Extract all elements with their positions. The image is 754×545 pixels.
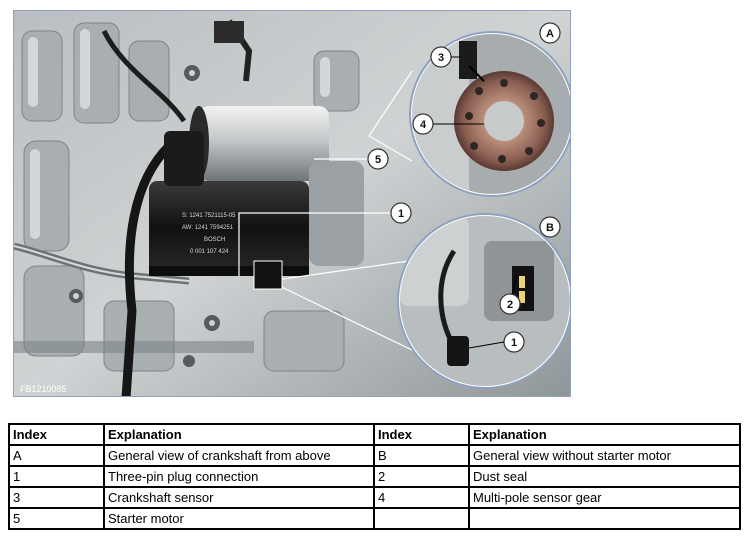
table-cell	[468, 507, 741, 530]
svg-text:AW: 1241 7594251: AW: 1241 7594251	[182, 225, 234, 231]
table-cell: General view without starter motor	[468, 444, 741, 467]
engine-block-bolts	[69, 65, 220, 367]
table-row: 5 Starter motor	[8, 507, 741, 530]
table-cell: 1	[8, 465, 105, 488]
callout-1-main: 1	[390, 202, 412, 224]
figure-code: FB1210085	[20, 384, 67, 394]
svg-text:A: A	[546, 28, 554, 40]
svg-text:5: 5	[375, 154, 381, 166]
inset-b	[397, 213, 570, 389]
table-cell: 2	[373, 465, 470, 488]
header-explanation-left: Explanation	[103, 423, 375, 446]
table-cell: A	[8, 444, 105, 467]
inset-a	[409, 31, 570, 197]
table-cell: Dust seal	[468, 465, 741, 488]
callout-5: 5	[367, 148, 389, 170]
engine-block-highlights	[28, 29, 330, 239]
svg-text:4: 4	[420, 119, 427, 131]
crankshaft-sensor-location	[253, 260, 283, 290]
leader-lines	[238, 70, 415, 352]
table-cell: 3	[8, 486, 105, 509]
svg-text:0 001 107 424: 0 001 107 424	[190, 249, 229, 255]
plug-connection	[447, 336, 469, 366]
svg-text:3: 3	[438, 52, 444, 64]
table-cell: Crankshaft sensor	[103, 486, 375, 509]
sensor-cable	[101, 29, 187, 123]
starter-motor-stamp: S: 1241 7521115-05 AW: 1241 7594251 BOSC…	[182, 213, 236, 255]
callout-b: B	[539, 216, 561, 238]
table-cell	[373, 507, 470, 530]
callout-3: 3	[430, 46, 462, 68]
table-cell: Multi-pole sensor gear	[468, 486, 741, 509]
table-cell: General view of crankshaft from above	[103, 444, 375, 467]
svg-text:2: 2	[507, 299, 513, 311]
sensor-gear-holes	[465, 79, 545, 163]
table-row: 3 Crankshaft sensor 4 Multi-pole sensor …	[8, 486, 741, 509]
legend-header-row: Index Explanation Index Explanation	[8, 423, 741, 446]
svg-text:BOSCH: BOSCH	[204, 237, 225, 243]
table-cell: 5	[8, 507, 105, 530]
header-explanation-right: Explanation	[468, 423, 741, 446]
table-row: 1 Three-pin plug connection 2 Dust seal	[8, 465, 741, 488]
callout-2: 2	[499, 275, 521, 315]
table-row: A General view of crankshaft from above …	[8, 444, 741, 467]
legend-table: Index Explanation Index Explanation A Ge…	[8, 423, 741, 530]
table-cell: Starter motor	[103, 507, 375, 530]
callout-a: A	[539, 22, 561, 44]
table-cell: B	[373, 444, 470, 467]
table-cell: Three-pin plug connection	[103, 465, 375, 488]
table-cell: 4	[373, 486, 470, 509]
top-connector	[214, 21, 244, 43]
svg-text:B: B	[546, 222, 554, 234]
crankshaft-sensor-a	[459, 41, 477, 79]
svg-text:1: 1	[511, 337, 517, 349]
svg-text:1: 1	[398, 208, 404, 220]
starter-motor: S: 1241 7521115-05 AW: 1241 7594251 BOSC…	[149, 106, 364, 276]
callout-1-inset: 1	[468, 331, 525, 353]
wiring-harness	[121, 142, 173, 396]
callout-4: 4	[412, 113, 484, 135]
svg-text:S: 1241 7521115-05: S: 1241 7521115-05	[182, 213, 236, 219]
header-index-right: Index	[373, 423, 470, 446]
header-index-left: Index	[8, 423, 105, 446]
engine-illustration: S: 1241 7521115-05 AW: 1241 7594251 BOSC…	[13, 10, 571, 397]
